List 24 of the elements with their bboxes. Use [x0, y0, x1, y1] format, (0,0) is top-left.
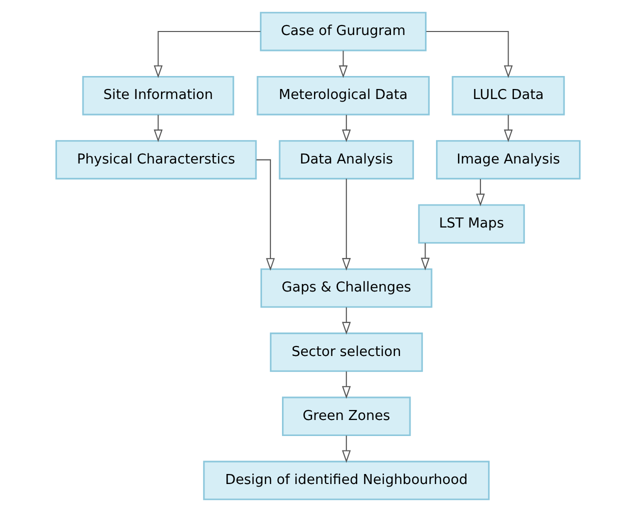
arrow — [338, 50, 348, 78]
node-box: Image Analysis — [436, 140, 581, 180]
node-box: Gaps & Challenges — [260, 268, 432, 308]
arrow — [342, 307, 351, 335]
node-box: Green Zones — [282, 396, 411, 436]
node-box: Site Information — [82, 76, 234, 116]
arrow — [154, 31, 260, 78]
node-box: Data Analysis — [278, 140, 414, 180]
arrow — [476, 179, 485, 206]
node-box: Case of Gurugram — [260, 12, 427, 52]
node-box: LST Maps — [418, 204, 525, 244]
node-box: Meterological Data — [256, 76, 430, 116]
arrow — [504, 114, 513, 142]
node-box: Design of identified Neighbourhood — [203, 460, 490, 500]
arrow — [154, 114, 163, 142]
arrow — [426, 31, 513, 78]
arrow — [420, 243, 430, 270]
arrow — [342, 114, 351, 142]
arrow — [342, 178, 351, 271]
arrow — [342, 371, 351, 399]
node-box: Sector selection — [270, 332, 423, 372]
arrow — [342, 436, 351, 463]
node-box: LULC Data — [452, 76, 565, 116]
node-box: Physical Characterstics — [55, 140, 257, 180]
